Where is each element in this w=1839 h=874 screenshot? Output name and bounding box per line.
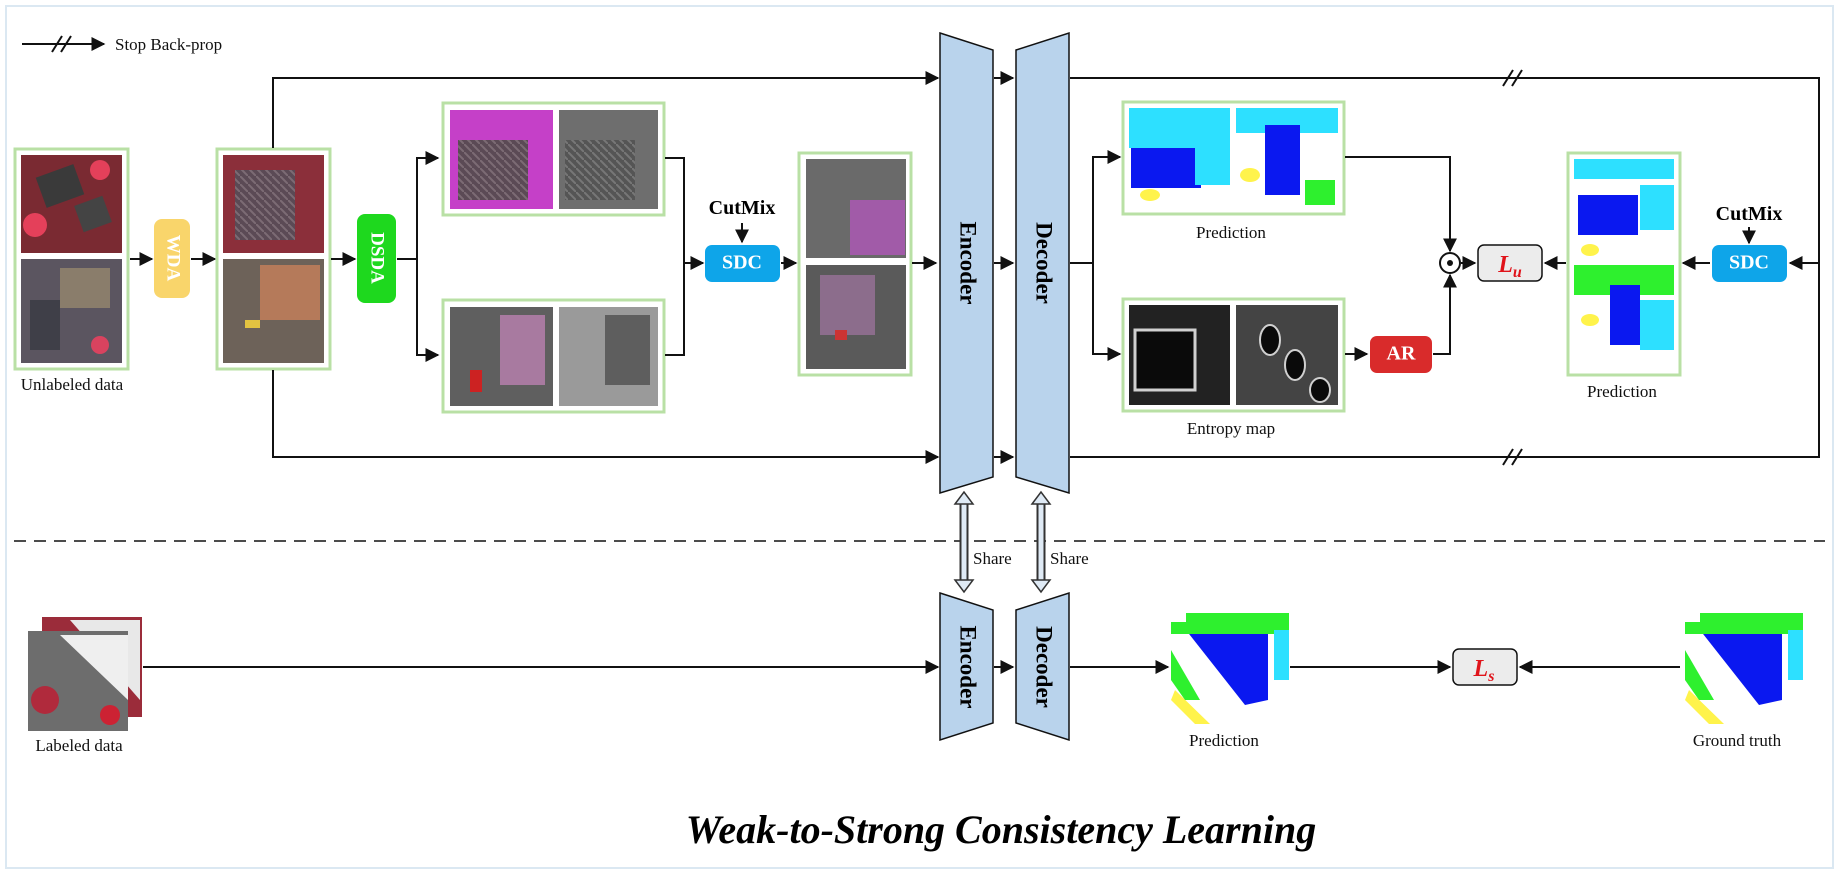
lu-sub: u [1513,264,1522,281]
prediction-top-label: Prediction [1196,223,1266,242]
strong-augmented-pair-top [441,101,666,217]
stop-backprop-mark-bottom [1502,448,1523,466]
prediction-top-images [1121,100,1346,216]
prediction-right-images [1566,151,1682,377]
decoder-top-label: Decoder [1032,222,1057,304]
legend-stop-backprop: Stop Back-prop [22,35,222,54]
legend-label: Stop Back-prop [115,35,222,54]
entropy-map-images [1121,297,1346,413]
sdc-right-block: SDC [1712,245,1787,282]
prediction-bottom-label: Prediction [1189,731,1259,750]
ls-sub: s [1487,668,1494,685]
labeled-data-label: Labeled data [35,736,123,755]
wda-label: WDA [163,235,184,282]
prediction-bottom-images [1171,613,1289,724]
entropy-map-label: Entropy map [1187,419,1275,438]
encoder-top-label: Encoder [956,221,981,304]
encoder-bottom: Encoder [939,591,994,742]
sdc-left-block: SDC [705,245,780,282]
svg-text:Ls: Ls [1473,656,1495,685]
share-right-label: Share [1050,549,1089,568]
dsda-label: DSDA [367,232,388,284]
unlabeled-data-label: Unlabeled data [21,375,124,394]
ar-label: AR [1387,343,1416,365]
unsupervised-loss-box: Lu [1477,244,1543,282]
wda-block: WDA [154,219,190,298]
cutmix-right-label: CutMix [1716,203,1783,225]
cutmix-left-label: CutMix [709,197,776,219]
share-arrow-encoder: Share [953,490,1012,594]
ground-truth-label: Ground truth [1693,731,1782,750]
elementwise-product-icon [1439,252,1461,274]
share-left-label: Share [973,549,1012,568]
outer-border [5,5,1834,869]
weak-augmented-images [215,147,332,371]
stop-backprop-mark-top [1502,69,1523,87]
diagram-title: Weak-to-Strong Consistency Learning [686,807,1316,852]
encoder-bottom-label: Encoder [956,625,981,708]
share-arrow-decoder: Share [1030,490,1089,594]
decoder-bottom-label: Decoder [1032,626,1057,708]
mixed-images [797,151,913,377]
ls-main: L [1473,656,1489,682]
lu-main: L [1497,252,1513,278]
supervised-loss-box: Ls [1452,648,1518,686]
decoder-top: Decoder [1015,31,1070,495]
sdc-left-label: SDC [722,252,762,274]
prediction-right-label: Prediction [1587,382,1657,401]
ar-block: AR [1370,336,1432,373]
dsda-block: DSDA [357,214,396,303]
unlabeled-data-images [13,147,130,371]
sdc-right-label: SDC [1729,252,1769,274]
decoder-bottom: Decoder [1015,591,1070,742]
strong-augmented-pair-bottom [441,298,666,414]
labeled-data-images [28,617,142,731]
ground-truth-images [1685,613,1803,724]
encoder-top: Encoder [939,31,994,495]
svg-text:Lu: Lu [1497,252,1522,281]
